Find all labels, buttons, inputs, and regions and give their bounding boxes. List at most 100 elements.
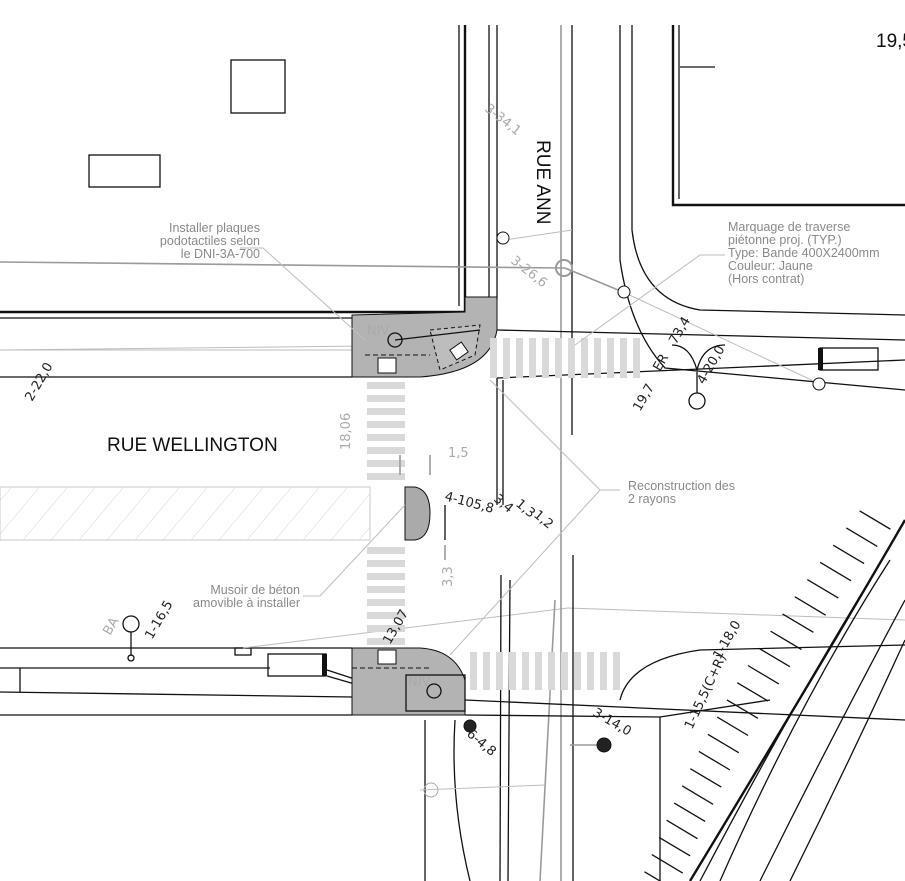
railway-tie <box>758 647 791 668</box>
crosswalk-stripe-west-north <box>367 434 405 441</box>
note-crosswalk-marking: Marquage de traverse piétonne proj. (TYP… <box>728 220 880 286</box>
svg-text:amovible à installer: amovible à installer <box>193 596 300 610</box>
railway-rail <box>699 579 871 881</box>
svg-text:3-26,6: 3-26,6 <box>508 253 550 291</box>
building-northeast <box>671 25 905 207</box>
crosswalk-stripe-west-south <box>367 638 405 645</box>
svg-text:4-105,8: 4-105,8 <box>443 489 495 516</box>
crosswalk-stripe-west-south <box>367 599 405 606</box>
crosswalk-stripe-east-south <box>574 652 581 690</box>
railway-tie <box>698 750 731 771</box>
rue-wellington-roadway <box>0 317 905 716</box>
crosswalk-stripe-east-south <box>613 652 620 690</box>
railway-rail <box>789 639 905 881</box>
railway-tie <box>681 785 714 805</box>
utility-symbols <box>122 231 826 798</box>
crosswalk-stripe-east-north <box>516 338 523 378</box>
crosswalk-stripe-west-north <box>367 408 405 415</box>
crosswalk-markings <box>367 338 640 690</box>
crosswalk-stripe-west-south <box>367 573 405 580</box>
street-name-ann: RUE ANN <box>532 140 553 224</box>
svg-text:Marquage de traverse: Marquage de traverse <box>728 220 850 234</box>
crosswalk-stripe-west-south <box>367 547 405 554</box>
svg-text:73,4: 73,4 <box>666 314 693 347</box>
svg-text:Installer plaques: Installer plaques <box>169 221 260 235</box>
railway-tracks <box>644 510 905 881</box>
note-concrete-island: Musoir de béton amovible à installer <box>193 583 300 610</box>
crosswalk-stripe-east-south <box>561 652 568 690</box>
crosswalk-stripe-west-north <box>367 447 405 454</box>
railway-tie <box>794 596 827 616</box>
crosswalk-stripe-west-north <box>367 460 405 467</box>
crosswalk-stripe-east-south <box>522 652 529 690</box>
railway-tie <box>736 682 769 702</box>
railway-tie <box>770 630 802 651</box>
concrete-island <box>404 486 431 541</box>
leader-lines <box>240 247 725 656</box>
crosswalk-stripe-east-north <box>542 338 549 378</box>
crosswalk-stripe-east-north <box>568 338 575 378</box>
railway-tie <box>819 561 852 582</box>
svg-text:3,3: 3,3 <box>441 566 456 587</box>
crosswalk-stripe-east-south <box>483 652 490 690</box>
railway-tie <box>806 578 839 599</box>
svg-text:19,7: 19,7 <box>630 381 657 414</box>
svg-text:podotactiles selon: podotactiles selon <box>160 234 260 248</box>
crosswalk-stripe-east-north <box>607 338 614 378</box>
svg-text:Musoir de béton: Musoir de béton <box>210 583 300 597</box>
railway-tie <box>845 527 878 547</box>
note-radius-reconstruction: Reconstruction des 2 rayons <box>628 479 735 506</box>
railway-rail <box>759 599 905 881</box>
svg-text:BA: BA <box>100 615 122 638</box>
crosswalk-stripe-west-north <box>367 421 405 428</box>
svg-text:Type: Bande 400X2400mm: Type: Bande 400X2400mm <box>728 246 880 260</box>
crosswalk-stripe-west-south <box>367 612 405 619</box>
railway-tie <box>716 716 749 737</box>
svg-text:ER: ER <box>650 352 672 374</box>
crosswalk-stripe-west-south <box>367 560 405 567</box>
crosswalk-stripe-west-south <box>367 586 405 593</box>
svg-text:1,5: 1,5 <box>448 446 469 461</box>
niv-label-south: NIV <box>408 675 431 690</box>
railway-tie <box>782 613 814 633</box>
railway-tie <box>726 699 759 719</box>
crosswalk-stripe-east-north <box>503 338 510 378</box>
crosswalk-stripe-east-north <box>581 338 588 378</box>
svg-text:Couleur: Jaune: Couleur: Jaune <box>728 259 813 273</box>
svg-text:3-14,0: 3-14,0 <box>590 705 634 739</box>
crosswalk-stripe-west-north <box>367 473 405 480</box>
railway-rail <box>719 559 891 881</box>
railway-tie <box>666 819 698 840</box>
street-name-wellington: RUE WELLINGTON <box>107 435 278 456</box>
crosswalk-stripe-east-south <box>496 652 503 690</box>
sheet-reference: 19,5 <box>876 31 905 52</box>
crosswalk-stripe-west-north <box>367 395 405 402</box>
crosswalk-stripe-east-south <box>509 652 516 690</box>
crosswalk-stripe-east-north <box>555 338 562 378</box>
svg-text:4-20,0: 4-20,0 <box>694 343 728 387</box>
svg-text:1-16,5: 1-16,5 <box>142 598 176 642</box>
svg-text:2 rayons: 2 rayons <box>628 492 676 506</box>
note-tactile-plates: Installer plaques podotactiles selon le … <box>160 221 260 261</box>
crosswalk-stripe-east-north <box>529 338 536 378</box>
crosswalk-stripe-west-north <box>367 382 405 389</box>
svg-text:Reconstruction des: Reconstruction des <box>628 479 735 493</box>
svg-text:(Hors contrat): (Hors contrat) <box>728 272 804 286</box>
crosswalk-stripe-east-south <box>535 652 542 690</box>
building-northwest <box>0 25 467 314</box>
svg-text:3,4: 3,4 <box>490 492 515 517</box>
railway-tie <box>658 836 691 857</box>
crosswalk-stripe-east-north <box>490 338 497 378</box>
svg-text:le DNI-3A-700: le DNI-3A-700 <box>181 247 260 261</box>
svg-text:piétonne proj. (TYP.): piétonne proj. (TYP.) <box>728 233 842 247</box>
railway-tie <box>832 544 865 565</box>
svg-text:2-22,0: 2-22,0 <box>22 360 56 404</box>
niv-label-north: NIV <box>367 324 390 339</box>
railway-tie <box>859 510 891 530</box>
crosswalk-stripe-east-south <box>548 652 555 690</box>
railway-tie <box>707 733 740 754</box>
svg-text:18,06: 18,06 <box>339 413 354 450</box>
railway-tie <box>651 854 684 874</box>
railway-tie <box>644 871 662 881</box>
